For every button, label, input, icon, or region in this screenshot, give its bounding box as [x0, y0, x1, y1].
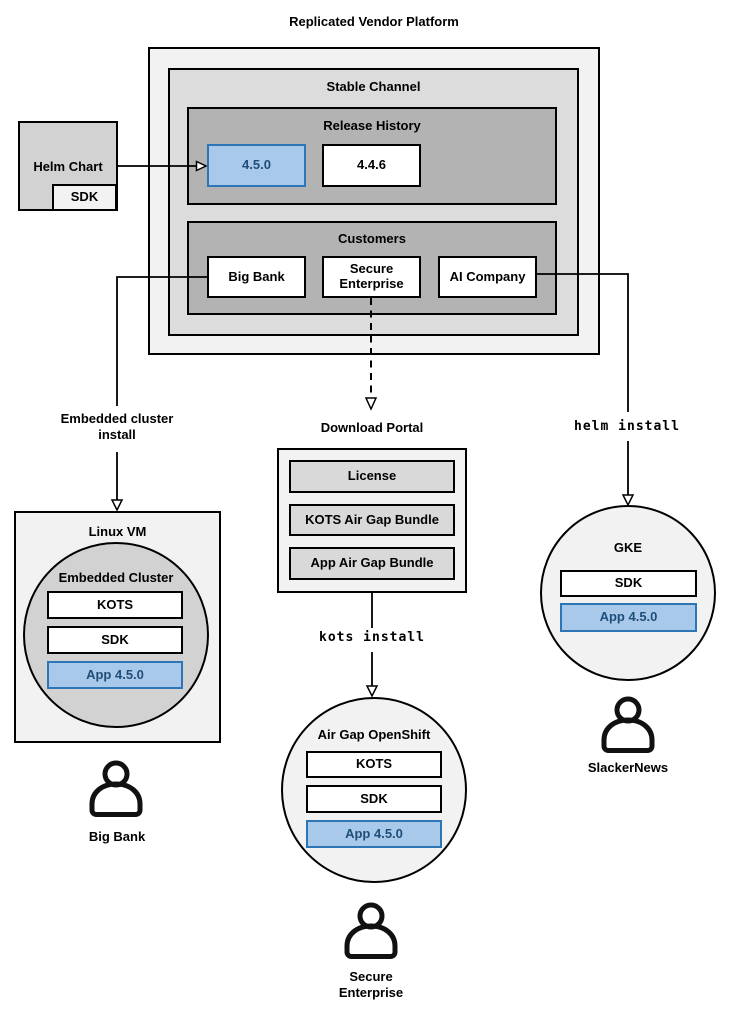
embedded-cluster-title: Embedded Cluster [58, 570, 174, 585]
customer-secure-enterprise-label: Secure Enterprise [339, 261, 404, 291]
release-4-5-0-label: 4.5.0 [242, 157, 271, 173]
helm-chart-sdk-node: SDK [52, 184, 117, 211]
linux-vm-title: Linux VM [88, 524, 147, 539]
kots-install-label: kots install [319, 630, 425, 645]
gke-title: GKE [613, 540, 643, 555]
portal-item-license-label: License [347, 468, 397, 484]
slackernews-user-label: SlackerNews [587, 760, 669, 775]
gke-circle: GKE SDK App 4.5.0 [540, 505, 716, 681]
portal-item-app-airgap-bundle: App Air Gap Bundle [289, 547, 455, 580]
release-node-4-4-6: 4.4.6 [322, 144, 421, 187]
release-node-4-5-0: 4.5.0 [207, 144, 306, 187]
edge-label-embedded-cluster-install: Embedded cluster install [60, 411, 174, 443]
portal-item-app-airgap-label: App Air Gap Bundle [310, 555, 434, 571]
airgap-app-node: App 4.5.0 [306, 820, 442, 848]
portal-item-license: License [289, 460, 455, 493]
arrowhead-gke [621, 494, 635, 507]
airgap-openshift-title: Air Gap OpenShift [317, 727, 431, 742]
arrowhead-vm [110, 499, 124, 512]
download-portal-title: Download Portal [320, 420, 424, 435]
arrowhead-portal [364, 397, 378, 411]
embedded-cluster-sdk-node: SDK [47, 626, 183, 654]
gke-app-label: App 4.5.0 [599, 609, 658, 625]
helm-install-label: helm install [574, 419, 680, 434]
release-4-4-6-label: 4.4.6 [357, 157, 386, 173]
big-bank-user-label: Big Bank [88, 829, 146, 844]
gke-sdk-label: SDK [614, 575, 643, 591]
helm-chart-sdk-label: SDK [70, 189, 99, 205]
airgap-openshift-circle: Air Gap OpenShift KOTS SDK App 4.5.0 [281, 697, 467, 883]
portal-item-kots-airgap-bundle: KOTS Air Gap Bundle [289, 504, 455, 536]
embedded-cluster-app-node: App 4.5.0 [47, 661, 183, 689]
embedded-cluster-sdk-label: SDK [101, 631, 129, 647]
embedded-cluster-kots-label: KOTS [96, 596, 134, 612]
customer-big-bank-node: Big Bank [207, 256, 306, 298]
airgap-kots-node: KOTS [306, 751, 442, 778]
customer-secure-enterprise-node: Secure Enterprise [322, 256, 421, 298]
customers-title: Customers [338, 231, 406, 246]
customer-ai-company-node: AI Company [438, 256, 537, 298]
arrowhead-openshift [365, 685, 379, 698]
embedded-cluster-kots-node: KOTS [47, 591, 183, 619]
gke-app-node: App 4.5.0 [560, 603, 697, 632]
release-history-title: Release History [323, 118, 421, 133]
embedded-cluster-circle: Embedded Cluster KOTS SDK App 4.5.0 [23, 542, 209, 728]
embedded-cluster-app-label: App 4.5.0 [86, 666, 144, 682]
big-bank-user-icon [89, 760, 143, 817]
download-portal-node: License KOTS Air Gap Bundle App Air Gap … [277, 448, 467, 593]
gke-sdk-node: SDK [560, 570, 697, 597]
portal-item-kots-airgap-label: KOTS Air Gap Bundle [305, 511, 439, 527]
secure-enterprise-user-label: Secure Enterprise [338, 969, 404, 1001]
slackernews-user-icon [601, 696, 655, 753]
diagram-title: Replicated Vendor Platform [289, 14, 459, 29]
stable-channel-title: Stable Channel [326, 79, 421, 94]
secure-enterprise-user-icon [344, 902, 398, 959]
airgap-app-label: App 4.5.0 [345, 825, 403, 841]
airgap-sdk-label: SDK [360, 790, 388, 806]
airgap-sdk-node: SDK [306, 785, 442, 813]
customer-big-bank-label: Big Bank [228, 268, 285, 284]
helm-chart-label: Helm Chart [33, 159, 103, 174]
airgap-kots-label: KOTS [355, 756, 393, 772]
customer-ai-company-label: AI Company [449, 268, 526, 284]
